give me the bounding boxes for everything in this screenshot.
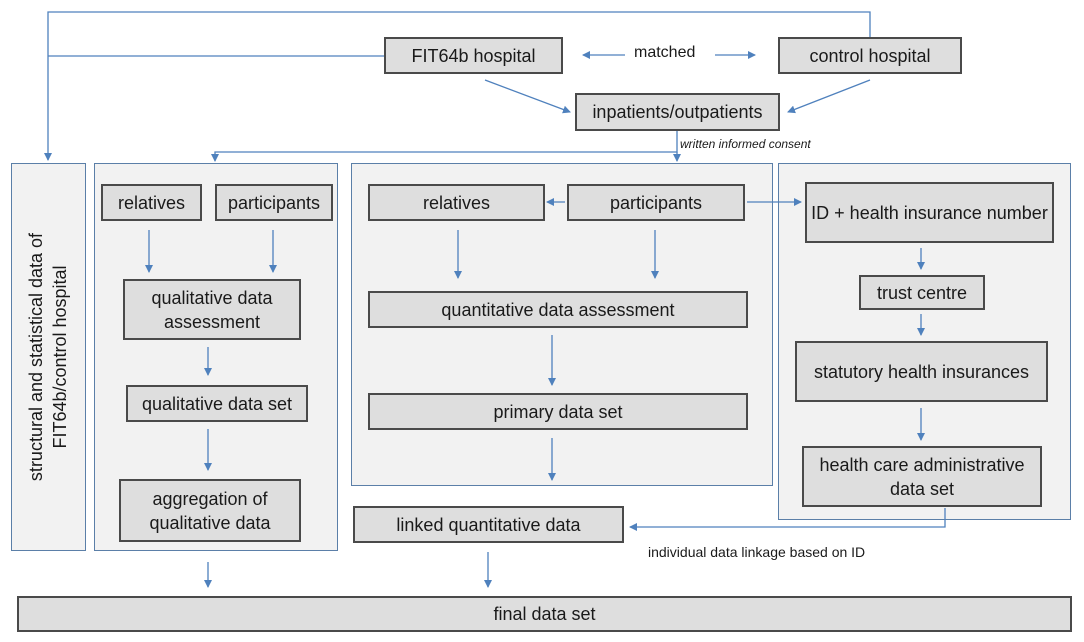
quant-relatives-box: relatives — [368, 184, 545, 221]
qual-aggregation-box: aggregation of qualitative data — [119, 479, 301, 542]
control-hospital-box: control hospital — [778, 37, 962, 74]
structural-data-panel — [11, 163, 86, 551]
linkage-arrow — [629, 508, 946, 531]
top-loop-line — [44, 11, 871, 161]
qual-data-set-box: qualitative data set — [126, 385, 308, 422]
patients-box: inpatients/outpatients — [575, 93, 780, 131]
id-insurance-box: ID + health insurance number — [805, 182, 1054, 243]
primary-data-set-box: primary data set — [368, 393, 748, 430]
fit64b-hospital-box: FIT64b hospital — [384, 37, 563, 74]
trust-centre-box: trust centre — [859, 275, 985, 310]
qual-relatives-box: relatives — [101, 184, 202, 221]
qual-assessment-box: qualitative data assessment — [123, 279, 301, 340]
patients-split-line — [211, 131, 678, 162]
final-data-set-box: final data set — [17, 596, 1072, 632]
consent-note: written informed consent — [680, 137, 811, 151]
statutory-insurance-box: statutory health insurances — [795, 341, 1048, 402]
quant-participants-box: participants — [567, 184, 745, 221]
matched-label: matched — [634, 44, 696, 61]
linkage-label: individual data linkage based on ID — [648, 544, 866, 560]
control-to-patients-arrow — [787, 79, 871, 114]
fit-to-patients-arrow — [484, 79, 571, 114]
quant-assessment-box: quantitative data assessment — [368, 291, 748, 328]
qual-participants-box: participants — [215, 184, 333, 221]
linked-quant-data-box: linked quantitative data — [353, 506, 624, 543]
admin-data-set-box: health care administrative data set — [802, 446, 1042, 507]
